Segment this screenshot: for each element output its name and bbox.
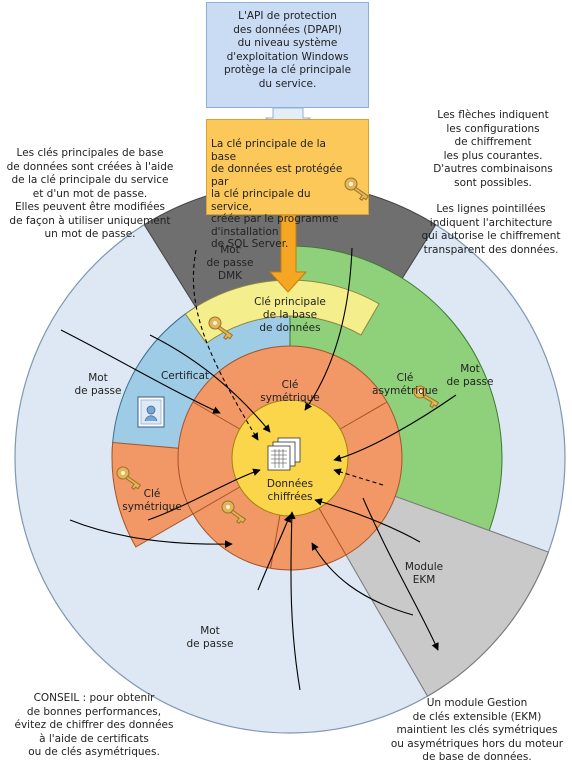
- label-certificate: Certificat: [161, 370, 209, 382]
- note-performance-tip: CONSEIL : pour obtenir de bonnes perform…: [14, 692, 174, 758]
- note-ekm-module: Un module Gestion de clés extensible (EK…: [390, 697, 564, 760]
- solid-arrows: [60, 247, 457, 691]
- database-master-key-band: [184, 279, 380, 344]
- key-icon: [344, 177, 370, 202]
- certificate-icon: [137, 396, 165, 428]
- dpapi-description: L'API de protection des données (DPAPI) …: [223, 10, 352, 90]
- dotted-lines: [192, 249, 384, 486]
- asymmetric-key-sector: [289, 245, 503, 581]
- service-master-key-description: La clé principale de la base de données …: [211, 138, 343, 250]
- sector-divider: [192, 401, 241, 430]
- sector-divider: [270, 515, 281, 569]
- sector-divider: [318, 507, 347, 556]
- service-master-key-box: [206, 119, 369, 215]
- note-arrows-legend: Les flèches indiquent les configurations…: [433, 109, 553, 189]
- dpapi-box: [206, 2, 369, 108]
- note-dotted-lines-legend: Les lignes pointillées indiquent l'archi…: [421, 203, 561, 256]
- sector-divider: [192, 486, 241, 515]
- sector-divider: [339, 401, 388, 430]
- orange-arrow-smk: [268, 214, 308, 293]
- note-database-master-keys: Les clés principales de base de données …: [6, 147, 174, 240]
- encrypted-data-icon: [267, 437, 301, 471]
